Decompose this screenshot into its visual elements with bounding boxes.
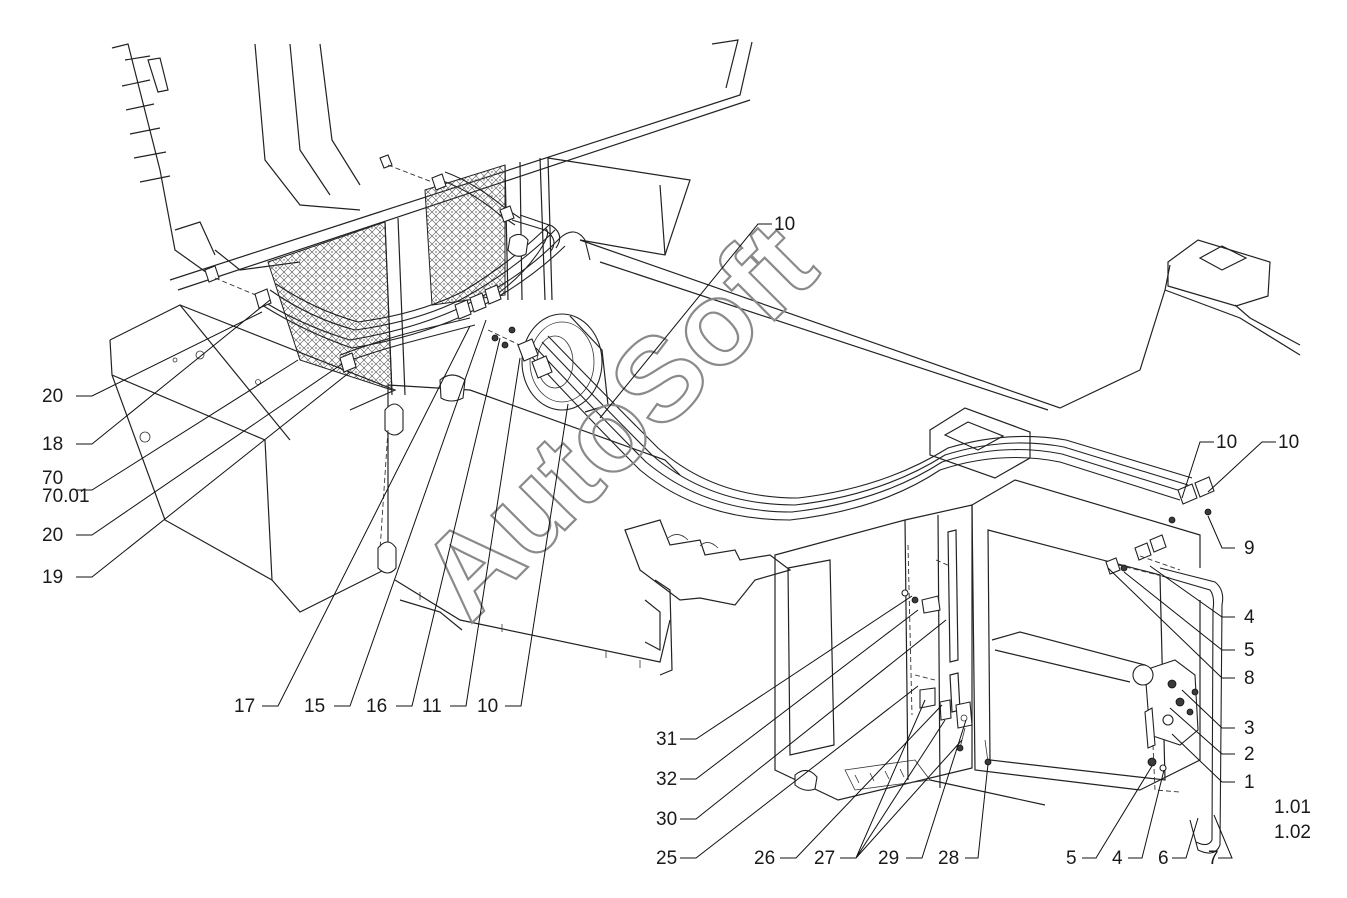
callout-labels: 10 20 18 70 70.01 20 19 17 15 16 11 10 1… <box>42 214 1311 869</box>
callout-20-a: 20 <box>42 386 63 407</box>
hose-bundle-long <box>529 335 1193 521</box>
machine-drawing <box>109 39 1301 854</box>
callout-17: 17 <box>234 696 255 717</box>
fittings <box>204 154 1215 579</box>
callout-10-right-a: 10 <box>1216 432 1237 453</box>
callout-leaders <box>76 223 1276 859</box>
control-box <box>971 479 1224 854</box>
callout-5-b: 5 <box>1066 848 1077 869</box>
callout-27: 27 <box>814 848 835 869</box>
callout-18: 18 <box>42 434 63 455</box>
callout-5-a: 5 <box>1244 640 1255 661</box>
tank-box <box>109 304 404 613</box>
callout-26: 26 <box>754 848 775 869</box>
callout-4-a: 4 <box>1244 607 1255 628</box>
callout-11: 11 <box>422 696 442 717</box>
callout-28: 28 <box>938 848 959 869</box>
callout-3: 3 <box>1244 718 1255 739</box>
callout-16: 16 <box>366 696 387 717</box>
callout-8: 8 <box>1244 668 1255 689</box>
callout-32: 32 <box>656 769 677 790</box>
callout-10-bottom-left: 10 <box>477 696 498 717</box>
callout-6: 6 <box>1158 848 1169 869</box>
callout-25: 25 <box>656 848 677 869</box>
callout-29: 29 <box>878 848 899 869</box>
hose-bundle-upper <box>257 223 591 363</box>
cabinet-door <box>774 504 1046 806</box>
callout-1-01: 1.01 <box>1274 797 1311 818</box>
callout-20-b: 20 <box>42 525 63 546</box>
callout-10-right-b: 10 <box>1278 432 1299 453</box>
callout-4-b: 4 <box>1112 848 1123 869</box>
callout-31: 31 <box>656 729 677 750</box>
callout-15: 15 <box>304 696 325 717</box>
callout-9: 9 <box>1244 538 1255 559</box>
callout-30: 30 <box>656 809 677 830</box>
callout-1: 1 <box>1244 772 1255 793</box>
mesh-panel-right <box>424 164 506 306</box>
callout-70-01: 70.01 <box>42 486 90 507</box>
callout-7: 7 <box>1208 848 1219 869</box>
callout-70: 70 <box>42 468 63 489</box>
callout-19: 19 <box>42 567 63 588</box>
callout-2: 2 <box>1244 744 1255 765</box>
callout-1-02: 1.02 <box>1274 822 1311 843</box>
callout-10-top: 10 <box>774 214 795 235</box>
